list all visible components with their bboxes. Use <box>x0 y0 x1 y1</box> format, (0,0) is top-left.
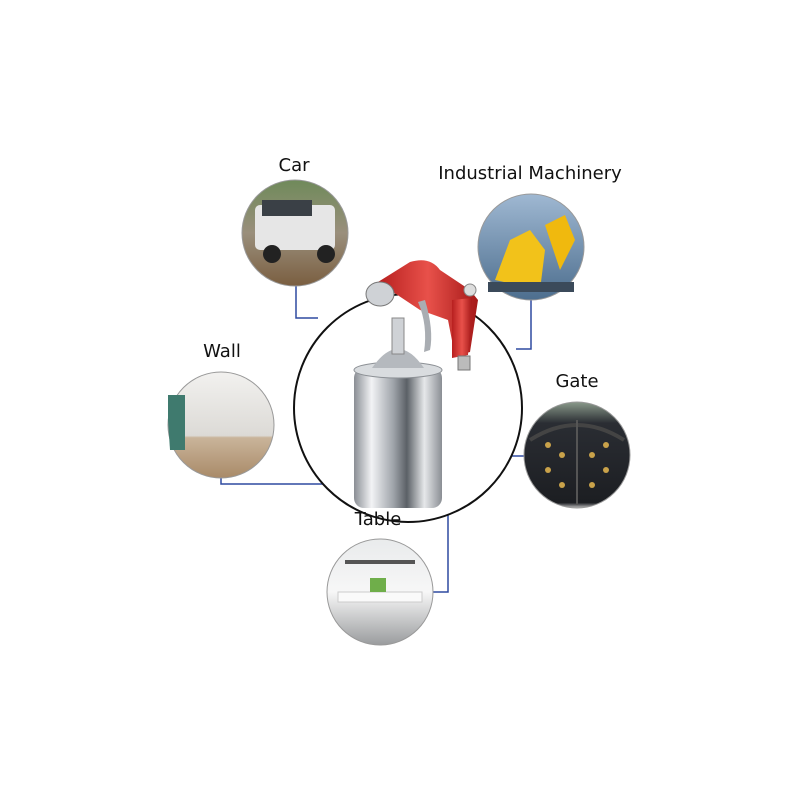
industrial-machinery-image <box>477 193 585 301</box>
label-table: Table <box>354 509 402 530</box>
spray-gun-image <box>353 260 478 508</box>
label-industrial-machinery: Industrial Machinery <box>438 163 622 184</box>
connector-industrial <box>516 300 532 350</box>
connector-lines <box>220 286 532 593</box>
wall-image <box>167 371 275 479</box>
label-wall: Wall <box>203 341 241 362</box>
car-image <box>241 179 349 287</box>
table-image <box>326 538 434 646</box>
connector-table <box>433 498 449 593</box>
connector-car <box>295 286 318 319</box>
connector-wall <box>220 478 342 485</box>
label-gate: Gate <box>555 371 599 392</box>
gate-image <box>523 401 631 509</box>
label-car: Car <box>278 155 310 176</box>
